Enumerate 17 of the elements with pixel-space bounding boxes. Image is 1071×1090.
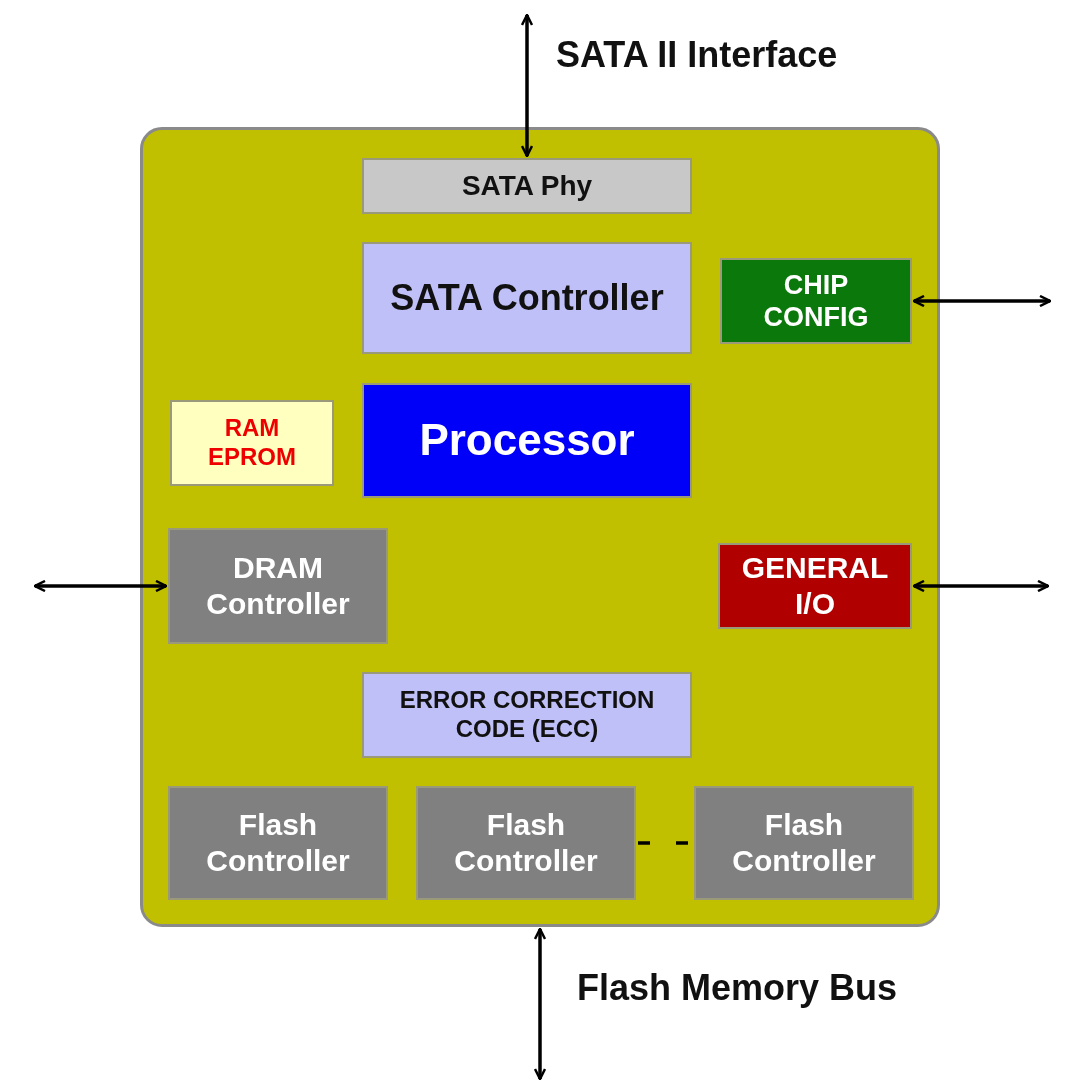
flash-controller-block: Flash Controller (168, 786, 388, 900)
double-arrow (33, 579, 168, 593)
double-arrow (912, 294, 1052, 308)
chip-board (140, 127, 940, 927)
config-block: CHIP CONFIG (720, 258, 912, 344)
double-arrow (912, 579, 1050, 593)
io-block: GENERAL I/O (718, 543, 912, 629)
double-arrow (520, 13, 534, 158)
flash-controller-block: Flash Controller (416, 786, 636, 900)
controller-block: SATA Controller (362, 242, 692, 354)
dram-controller-block: DRAM Controller (168, 528, 388, 644)
memory-block: RAM EPROM (170, 400, 334, 486)
ecc-block: ERROR CORRECTION CODE (ECC) (362, 672, 692, 758)
flash-controller-block: Flash Controller (694, 786, 914, 900)
double-arrow (533, 927, 547, 1081)
phy-block: SATA Phy (362, 158, 692, 214)
processor-block: Processor (362, 383, 692, 498)
